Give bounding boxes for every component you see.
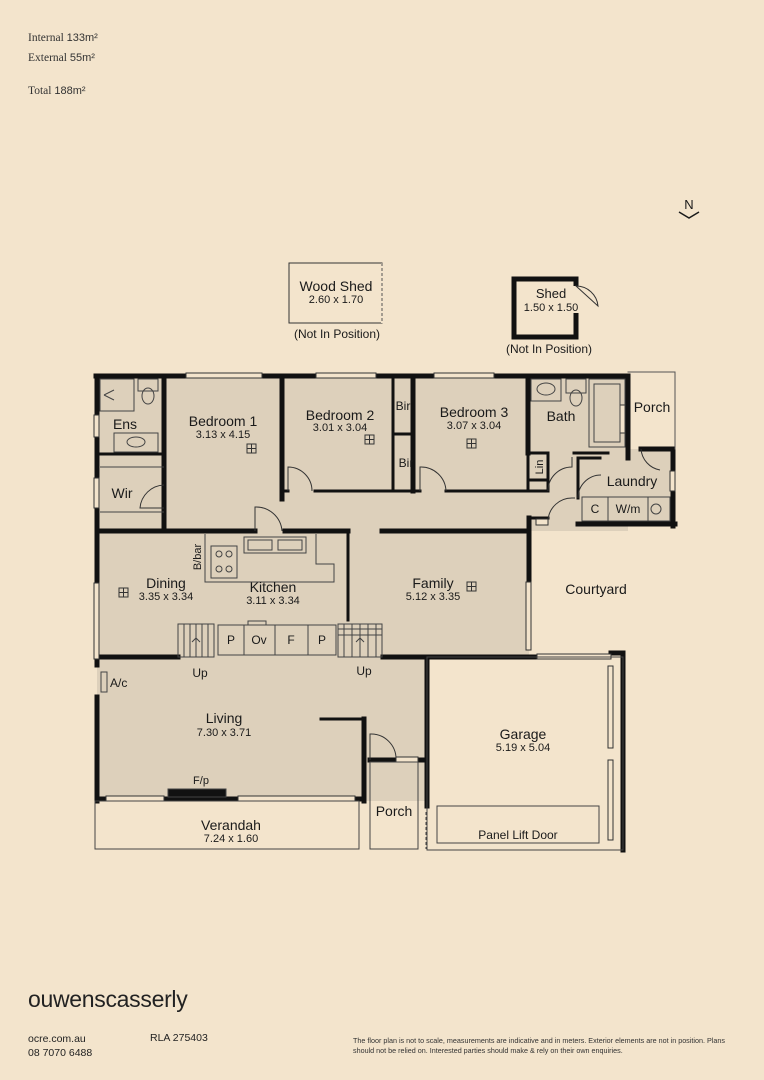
external-area: External 55m² — [28, 52, 95, 64]
bedroom1-dims: 3.13 x 4.15 — [196, 429, 250, 441]
ac-label: A/c — [110, 676, 127, 690]
bedroom1-name: Bedroom 1 — [189, 413, 258, 429]
garage-dims: 5.19 x 5.04 — [496, 742, 550, 754]
wood-shed-name: Wood Shed — [300, 278, 373, 294]
fireplace-label: F/p — [193, 775, 209, 787]
bir-top-label: Bir — [396, 399, 411, 413]
pantry-right-label: P — [318, 633, 326, 647]
ens-label: Ens — [113, 416, 137, 432]
kitchen-dims: 3.11 x 3.34 — [246, 595, 300, 607]
brand-logo: ouwenscasserly — [28, 986, 188, 1012]
compass-label: N — [684, 197, 693, 212]
door-swings — [139, 448, 661, 761]
verandah-name: Verandah — [201, 817, 261, 833]
up-right-label: Up — [356, 664, 372, 678]
disclaimer-text: The floor plan is not to scale, measurem… — [353, 1036, 725, 1055]
wood-shed-dims: 2.60 x 1.70 — [309, 294, 363, 306]
internal-area: Internal 133m² — [28, 32, 98, 44]
rla-number: RLA 275403 — [150, 1032, 208, 1044]
bedroom2-name: Bedroom 2 — [306, 407, 375, 423]
north-compass-icon: N — [678, 197, 700, 219]
garage-name: Garage — [500, 726, 547, 742]
fridge-label: F — [287, 633, 294, 647]
bir-bottom-label: Bir — [399, 456, 414, 470]
cupboard-label: C — [591, 502, 600, 516]
laundry-label: Laundry — [607, 473, 658, 489]
light-fixture-icons — [118, 434, 477, 598]
phone-text: 08 7070 6488 — [28, 1047, 93, 1059]
verandah-dims: 7.24 x 1.60 — [204, 833, 258, 845]
wir-label: Wir — [112, 485, 133, 501]
bedroom2-dims: 3.01 x 3.04 — [313, 422, 367, 434]
family-dims: 5.12 x 3.35 — [406, 591, 460, 603]
bbar-label: B/bar — [192, 544, 204, 571]
kitchen-name: Kitchen — [250, 579, 297, 595]
shed-dims: 1.50 x 1.50 — [524, 302, 578, 314]
wood-shed: Wood Shed 2.60 x 1.70 (Not In Position) — [288, 262, 383, 341]
porch-front-label: Porch — [376, 803, 413, 819]
shed-note: (Not In Position) — [506, 342, 592, 356]
bath-label: Bath — [547, 408, 576, 424]
porch-rear-label: Porch — [634, 399, 671, 415]
shed: Shed 1.50 x 1.50 (Not In Position) — [506, 276, 599, 356]
up-left-label: Up — [192, 666, 208, 680]
wood-shed-note: (Not In Position) — [294, 327, 380, 341]
area-summary: Internal 133m² External 55m² Total 188m² — [28, 28, 98, 101]
contact-info: ocre.com.au 08 7070 6488 — [28, 1032, 92, 1060]
oven-label: Ov — [251, 633, 266, 647]
washing-machine-label: W/m — [616, 502, 641, 516]
lin-label: Lin — [534, 460, 546, 475]
living-name: Living — [206, 710, 243, 726]
family-name: Family — [412, 575, 453, 591]
bedroom3-name: Bedroom 3 — [440, 404, 509, 420]
total-area: Total 188m² — [28, 85, 86, 97]
living-dims: 7.30 x 3.71 — [197, 727, 251, 739]
website-text: ocre.com.au — [28, 1033, 86, 1045]
fixtures — [94, 378, 671, 851]
bedroom3-dims: 3.07 x 3.04 — [447, 420, 501, 432]
dining-name: Dining — [146, 575, 186, 591]
panel-lift-door-label: Panel Lift Door — [478, 828, 557, 842]
dining-dims: 3.35 x 3.34 — [139, 591, 193, 603]
courtyard-label: Courtyard — [565, 581, 626, 597]
shed-name: Shed — [536, 286, 566, 301]
pantry-left-label: P — [227, 633, 235, 647]
room-labels: Ens Bedroom 1 3.13 x 4.15 Bedroom 2 3.01… — [110, 399, 670, 845]
